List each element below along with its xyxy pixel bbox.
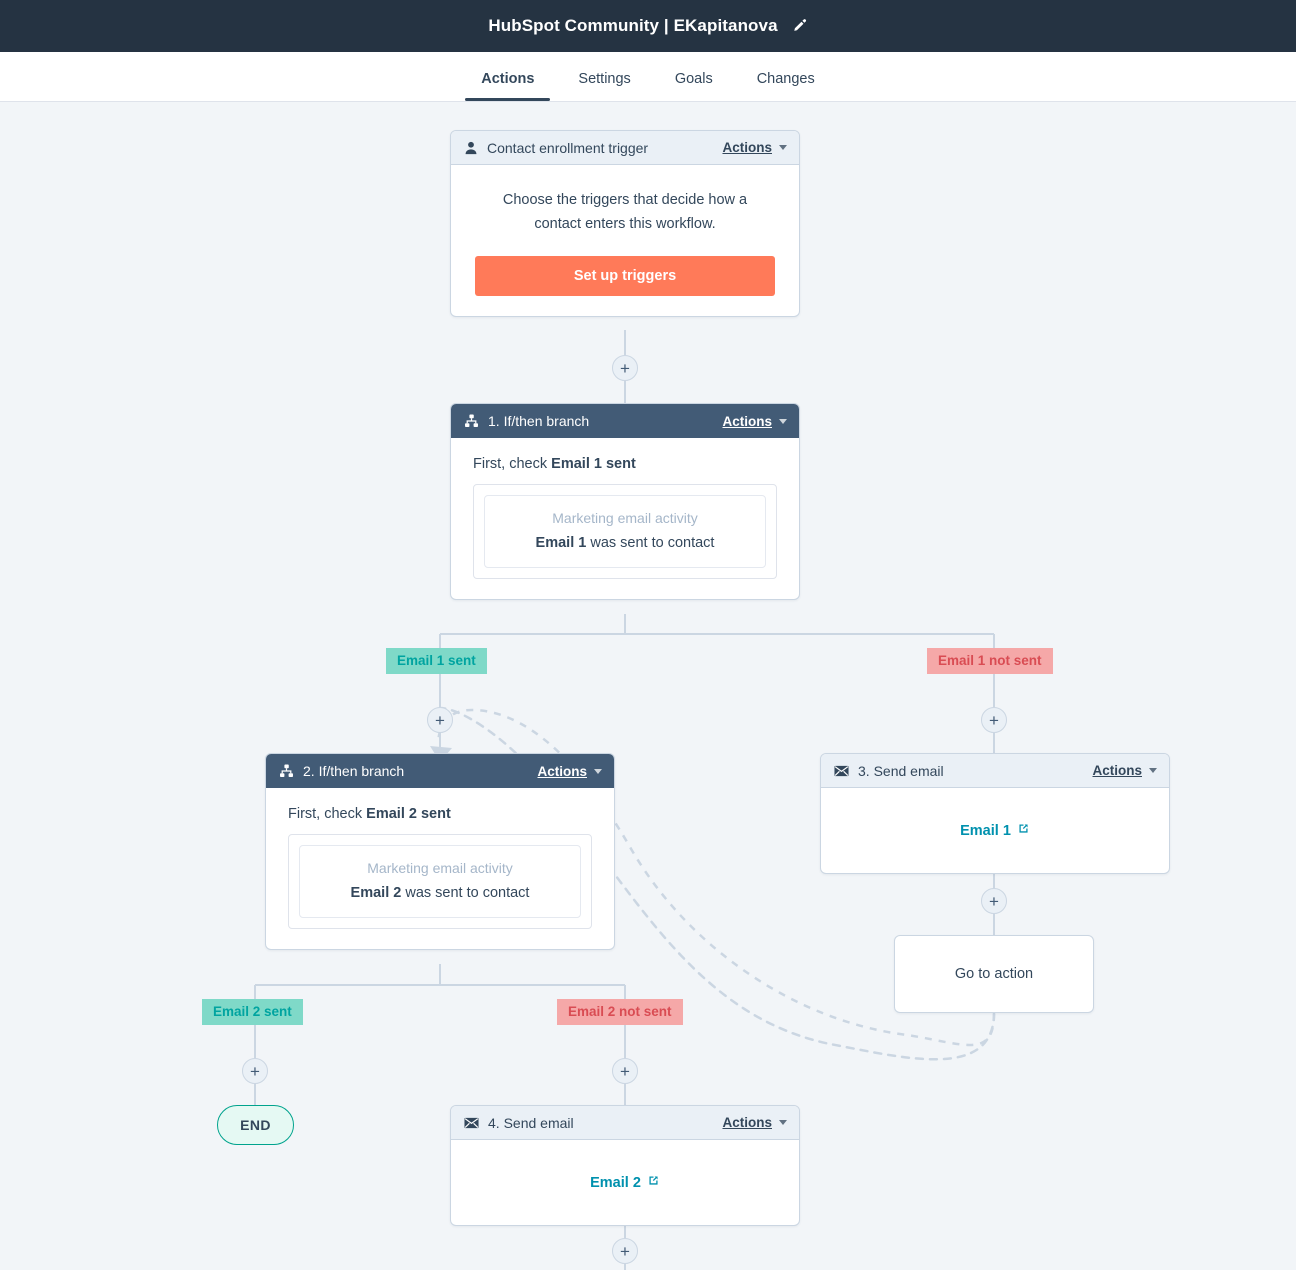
email-link[interactable]: Email 2 (473, 1158, 777, 1205)
email-name: Email 1 (960, 823, 1011, 839)
email-link[interactable]: Email 1 (843, 806, 1147, 853)
card-if-then-branch-1[interactable]: 1. If/then branch Actions First, check E… (450, 403, 800, 600)
envelope-icon (464, 1117, 479, 1129)
card-send-email-3[interactable]: 3. Send email Actions Email 1 (820, 753, 1170, 874)
actions-dropdown[interactable]: Actions (1092, 763, 1142, 778)
filter-condition-text: Email 1 was sent to contact (495, 535, 755, 551)
filter-group[interactable]: Marketing email activity Email 1 was sen… (473, 484, 777, 579)
branch-label-email2-not-sent: Email 2 not sent (557, 999, 683, 1025)
chevron-down-icon[interactable] (1149, 768, 1157, 773)
branch-label-email1-sent: Email 1 sent (386, 648, 487, 674)
card-header: 4. Send email Actions (451, 1106, 799, 1140)
chevron-down-icon[interactable] (779, 1120, 787, 1125)
filter-condition-text: Email 2 was sent to contact (310, 885, 570, 901)
card-header: 1. If/then branch Actions (451, 404, 799, 438)
actions-dropdown[interactable]: Actions (537, 764, 587, 779)
app-header: HubSpot Community | EKapitanova (0, 0, 1296, 52)
trigger-description: Choose the triggers that decide how a co… (473, 183, 777, 236)
contact-person-icon (464, 141, 478, 155)
tab-changes[interactable]: Changes (735, 71, 837, 101)
end-label: END (240, 1117, 271, 1133)
check-property: Email 1 sent (551, 456, 636, 472)
chevron-down-icon[interactable] (594, 769, 602, 774)
add-step-button[interactable]: + (612, 1058, 638, 1084)
check-prefix: First, check (288, 806, 366, 822)
tab-settings[interactable]: Settings (556, 71, 652, 101)
actions-dropdown[interactable]: Actions (722, 1115, 772, 1130)
tab-actions[interactable]: Actions (459, 71, 556, 101)
card-title: 2. If/then branch (303, 763, 537, 779)
card-body: First, check Email 2 sent Marketing emai… (266, 788, 614, 949)
card-body: Email 1 (821, 788, 1169, 873)
workflow-canvas: Contact enrollment trigger Actions Choos… (0, 102, 1296, 1270)
branch-icon (464, 414, 479, 428)
email-name: Email 2 (590, 1175, 641, 1191)
add-step-button[interactable]: + (981, 888, 1007, 914)
branch-check-line: First, check Email 1 sent (473, 456, 777, 472)
chevron-down-icon[interactable] (779, 419, 787, 424)
actions-dropdown[interactable]: Actions (722, 414, 772, 429)
branch-icon (279, 764, 294, 778)
card-send-email-4[interactable]: 4. Send email Actions Email 2 (450, 1105, 800, 1226)
card-title: Contact enrollment trigger (487, 140, 722, 156)
chevron-down-icon[interactable] (779, 145, 787, 150)
actions-dropdown[interactable]: Actions (722, 140, 772, 155)
branch-label-email1-not-sent: Email 1 not sent (927, 648, 1053, 674)
check-property: Email 2 sent (366, 806, 451, 822)
check-prefix: First, check (473, 456, 551, 472)
page-title: HubSpot Community | EKapitanova (488, 16, 777, 36)
card-contact-enrollment-trigger[interactable]: Contact enrollment trigger Actions Choos… (450, 130, 800, 317)
branch-check-line: First, check Email 2 sent (288, 806, 592, 822)
add-step-button[interactable]: + (612, 1238, 638, 1264)
tab-list: Actions Settings Goals Changes (459, 71, 837, 101)
card-body: Email 2 (451, 1140, 799, 1225)
filter-condition: Marketing email activity Email 1 was sen… (484, 495, 766, 568)
tab-bar: Actions Settings Goals Changes (0, 52, 1296, 102)
tab-goals[interactable]: Goals (653, 71, 735, 101)
condition-rest: was sent to contact (586, 535, 714, 551)
goto-action-label: Go to action (955, 966, 1033, 982)
condition-rest: was sent to contact (401, 885, 529, 901)
envelope-icon (834, 765, 849, 777)
card-body: Choose the triggers that decide how a co… (451, 165, 799, 316)
card-header: Contact enrollment trigger Actions (451, 131, 799, 165)
end-node: END (217, 1105, 294, 1145)
filter-condition: Marketing email activity Email 2 was sen… (299, 845, 581, 918)
card-title: 1. If/then branch (488, 413, 722, 429)
set-up-triggers-button[interactable]: Set up triggers (475, 256, 775, 296)
external-link-icon[interactable] (1017, 822, 1030, 839)
condition-email-name: Email 1 (536, 535, 587, 551)
filter-group[interactable]: Marketing email activity Email 2 was sen… (288, 834, 592, 929)
card-header: 2. If/then branch Actions (266, 754, 614, 788)
card-title: 4. Send email (488, 1115, 722, 1131)
add-step-button[interactable]: + (981, 707, 1007, 733)
card-header: 3. Send email Actions (821, 754, 1169, 788)
branch-label-email2-sent: Email 2 sent (202, 999, 303, 1025)
goto-action-node[interactable]: Go to action (894, 935, 1094, 1013)
filter-category-label: Marketing email activity (310, 860, 570, 876)
card-title: 3. Send email (858, 763, 1092, 779)
external-link-icon[interactable] (647, 1174, 660, 1191)
add-step-button[interactable]: + (612, 355, 638, 381)
card-body: First, check Email 1 sent Marketing emai… (451, 438, 799, 599)
pencil-icon[interactable] (792, 18, 808, 34)
card-if-then-branch-2[interactable]: 2. If/then branch Actions First, check E… (265, 753, 615, 950)
add-step-button[interactable]: + (427, 707, 453, 733)
condition-email-name: Email 2 (351, 885, 402, 901)
filter-category-label: Marketing email activity (495, 510, 755, 526)
add-step-button[interactable]: + (242, 1058, 268, 1084)
